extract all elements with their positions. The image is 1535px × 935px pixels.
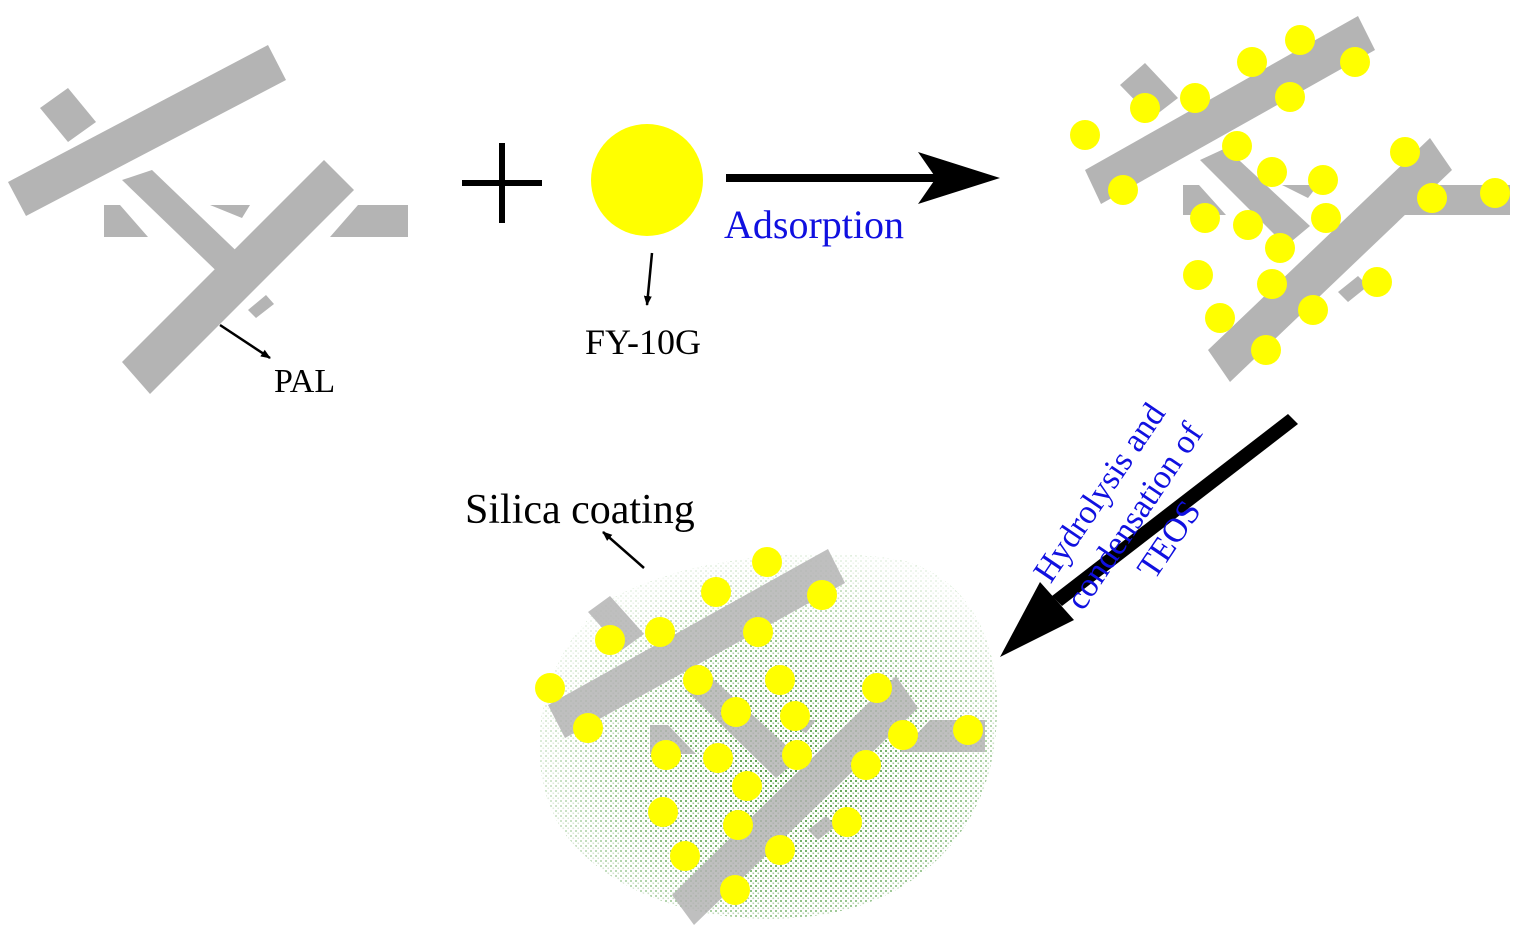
pal-rod (1282, 185, 1318, 198)
dye-particles (535, 547, 983, 905)
silica-coated-composite (535, 547, 998, 925)
silica-coating-pointer-arrow (602, 531, 645, 569)
dye-particle (701, 577, 731, 607)
dye-particle (573, 713, 603, 743)
dye-particle (648, 797, 678, 827)
dye-particle (1311, 203, 1341, 233)
dye-particle (1265, 233, 1295, 263)
dye-particle (765, 835, 795, 865)
pal-pointer-arrow (219, 323, 271, 360)
dye-particle (1275, 82, 1305, 112)
dye-pointer-arrow (643, 252, 654, 306)
dye-particle (752, 547, 782, 577)
pal-rod (40, 88, 96, 142)
dye-particle (723, 810, 753, 840)
dye-particle (780, 701, 810, 731)
dye-label: FY-10G (585, 322, 701, 362)
pal-rod (1200, 148, 1310, 246)
dye-particle (1108, 175, 1138, 205)
pal-rod (588, 596, 644, 650)
pal-rod (808, 816, 836, 840)
dye-particle (1285, 25, 1315, 55)
dye-particle (1190, 203, 1220, 233)
pal-rod (104, 205, 148, 237)
dye-particle (1257, 269, 1287, 299)
dye-particle (1257, 157, 1287, 187)
dye-particle (721, 697, 751, 727)
dye-particle (1205, 303, 1235, 333)
silica-coating-label: Silica coating (465, 487, 695, 533)
pal-rod (8, 45, 286, 216)
dye-particle (1308, 165, 1338, 195)
dye-particle (595, 625, 625, 655)
dye-particle (1070, 120, 1100, 150)
dye-particle (1251, 335, 1281, 365)
dye-particle (1298, 295, 1328, 325)
dye-particle (1222, 131, 1252, 161)
pal-rod (330, 205, 408, 237)
adsorption-arrow (726, 152, 1000, 204)
pal-rod (210, 205, 250, 218)
dye-particle (807, 580, 837, 610)
pal-rod (122, 160, 354, 394)
dye-particle (703, 743, 733, 773)
dye-particle (720, 875, 750, 905)
dye-particle (765, 665, 795, 695)
dye-particle (535, 673, 565, 703)
dye-particle (851, 750, 881, 780)
dye-particle (732, 771, 762, 801)
hydrolysis-arrow (1000, 414, 1298, 657)
pal-with-dye-cluster (1070, 16, 1510, 382)
dye-particle (1233, 210, 1263, 240)
dye-particle (862, 673, 892, 703)
pal-rod (672, 676, 918, 925)
pal-rod (1085, 16, 1375, 204)
fy-10g-dye-circle (591, 124, 703, 236)
dye-particle (683, 665, 713, 695)
adsorption-label: Adsorption (724, 202, 904, 247)
dye-particle (953, 715, 983, 745)
dye-particles (1070, 25, 1510, 365)
dye-particle (1130, 93, 1160, 123)
dye-particle (1237, 47, 1267, 77)
dye-particle (1340, 47, 1370, 77)
dye-particle (888, 720, 918, 750)
pal-rod (122, 170, 250, 286)
dye-particle (832, 807, 862, 837)
pal-rod (1120, 63, 1178, 118)
dye-particle (1183, 260, 1213, 290)
pal-rod (686, 678, 800, 778)
dye-particle (670, 841, 700, 871)
dye-particle (1480, 178, 1510, 208)
dye-particle (782, 740, 812, 770)
dye-particle (1390, 137, 1420, 167)
dye-particle (1417, 183, 1447, 213)
dye-particle (645, 617, 675, 647)
dye-particle (651, 740, 681, 770)
dye-particle (1362, 267, 1392, 297)
dye-particle (743, 617, 773, 647)
pal-rod (548, 549, 845, 738)
dye-particle (1180, 83, 1210, 113)
plus-sign (462, 143, 542, 223)
pal-label: PAL (274, 363, 335, 400)
pal-rod (1208, 138, 1452, 382)
pal-rod (248, 295, 274, 318)
pal-rod (1338, 276, 1368, 302)
pal-rod-cluster (8, 45, 408, 394)
